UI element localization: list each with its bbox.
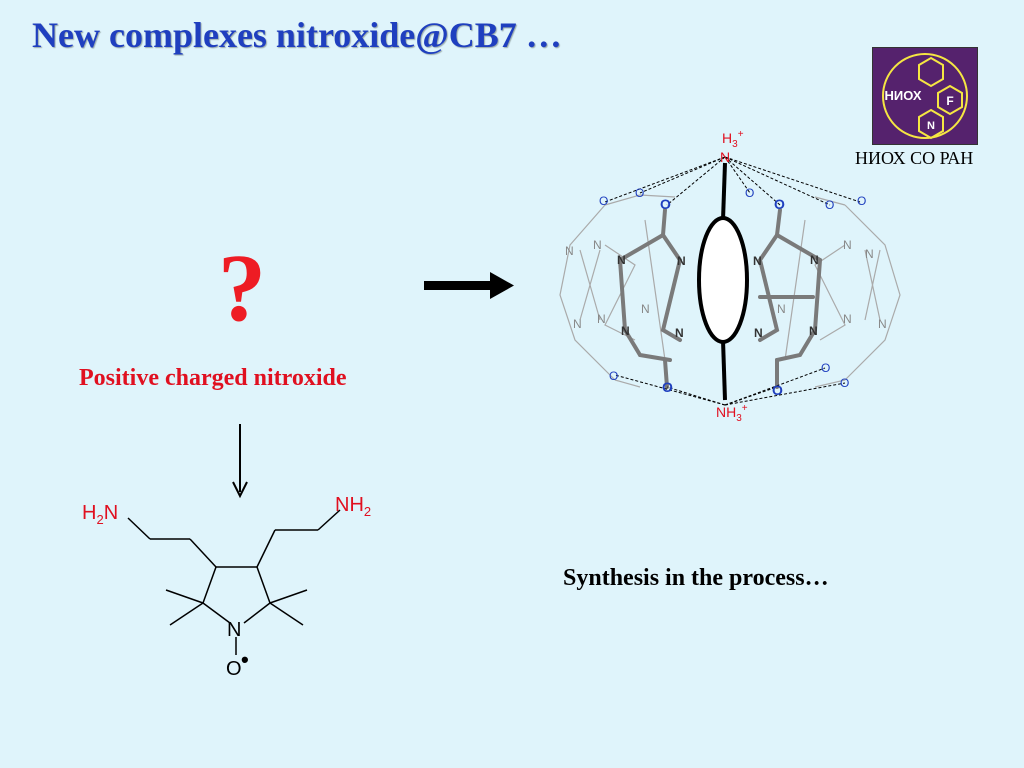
oxygen-atom: O [226,658,242,680]
atom-n: N [597,312,606,326]
atom-n: N [621,324,630,338]
svg-text:NH2: NH2 [335,494,371,519]
atom-o: O [774,196,785,212]
bottom-nh: NH [716,404,736,420]
atom-o: O [825,198,834,212]
atom-o: O [840,376,849,390]
nitroxide-structure: H2N NH2 N O • [82,494,371,680]
atom-n: N [865,247,874,261]
atom-o: O [772,382,783,398]
atom-n: N [641,302,650,316]
atom-n: N [810,253,819,267]
logo-letter-n: N [927,120,935,132]
atom-n: N [878,317,887,331]
svg-text:H2N: H2N [82,502,118,527]
atom-o: O [857,194,866,208]
top-h-sub: 3 [732,139,738,150]
question-mark: ? [218,234,266,341]
atom-n: N [843,238,852,252]
svg-text:NH3+: NH3+ [716,403,748,424]
atom-o: O [660,196,671,212]
atom-n: N [777,302,786,316]
atom-o: O [662,379,673,395]
right-arrow-icon [424,272,514,299]
atom-n: N [843,312,852,326]
atom-n: N [753,254,762,268]
amine-left-n: N [104,502,118,524]
amine-right-sub: 2 [364,504,371,519]
positive-charged-label: Positive charged nitroxide [79,365,347,391]
logo-text: НИОХ [884,88,921,103]
atom-n: N [593,238,602,252]
amine-right-nh: NH [335,494,364,516]
slide-title: New complexes nitroxide@CB7 … [32,15,562,55]
amine-left-h: H [82,502,96,524]
ring-nitrogen: N [227,619,241,641]
down-arrow-icon [232,424,248,499]
logo-caption: НИОХ СО РАН [855,148,974,168]
atom-n: N [677,254,686,268]
synthesis-status-text: Synthesis in the process… [563,565,829,591]
atom-n: N [809,324,818,338]
atom-o: O [745,186,754,200]
atom-o: O [599,194,608,208]
atom-n: N [754,326,763,340]
logo-emblem-icon: НИОХ F N [882,53,968,140]
top-h: H [722,130,732,146]
atom-n: N [573,317,582,331]
niokh-logo: НИОХ F N [872,47,978,145]
bottom-charge: + [742,403,748,414]
bottom-sub: 3 [736,413,742,424]
radical-dot: • [241,647,249,672]
amine-left-sub: 2 [96,512,103,527]
svg-text:H3+: H3+ [722,129,744,150]
atom-n: N [617,253,626,267]
atom-o: O [821,361,830,375]
atom-n: N [565,244,574,258]
guest-ellipse [697,216,749,344]
top-charge: + [738,129,744,140]
atom-o: O [609,369,618,383]
atom-o: O [635,186,644,200]
top-nitrogen: N [720,149,730,165]
logo-letter-f: F [946,94,953,108]
atom-n: N [675,326,684,340]
cb7-complex-structure: H3+ N NH3+ N N N N N N N N N N N N N N N… [559,129,901,424]
